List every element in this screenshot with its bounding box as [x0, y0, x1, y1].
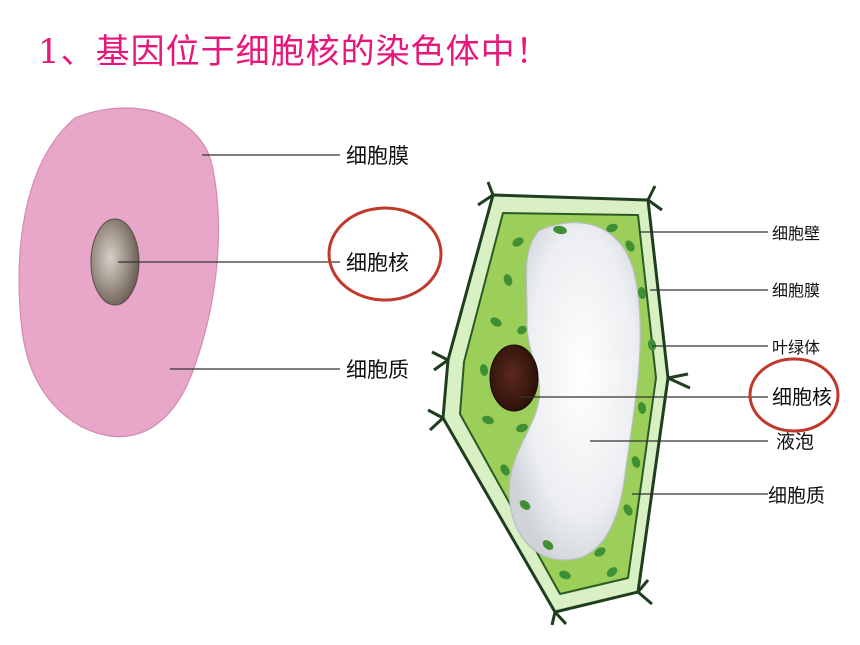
label-animal-cytoplasm: 细胞质	[346, 358, 409, 382]
plant-nucleus	[489, 344, 539, 412]
page-title: 1、基因位于细胞核的染色体中！	[38, 32, 551, 72]
wall-junctions	[427, 181, 691, 626]
label-plant-vacuole: 液泡	[776, 431, 814, 453]
plant-vacuole	[508, 222, 641, 561]
label-plant-cytoplasm: 细胞质	[768, 485, 825, 507]
plant-cell: 细胞壁 细胞膜 叶绿体 细胞核 液泡 细胞质	[427, 181, 840, 626]
label-animal-membrane: 细胞膜	[346, 144, 409, 168]
label-plant-wall: 细胞壁	[772, 224, 820, 243]
highlight-circle-animal-nucleus	[327, 206, 443, 302]
highlight-circle-plant-nucleus	[748, 357, 840, 433]
label-plant-nucleus: 细胞核	[772, 385, 832, 409]
animal-cell: 细胞膜 细胞核 细胞质	[18, 107, 443, 438]
chloroplasts	[479, 223, 657, 580]
label-animal-nucleus: 细胞核	[346, 251, 409, 275]
label-plant-membrane: 细胞膜	[772, 281, 820, 300]
label-plant-chloroplast: 叶绿体	[772, 338, 820, 357]
